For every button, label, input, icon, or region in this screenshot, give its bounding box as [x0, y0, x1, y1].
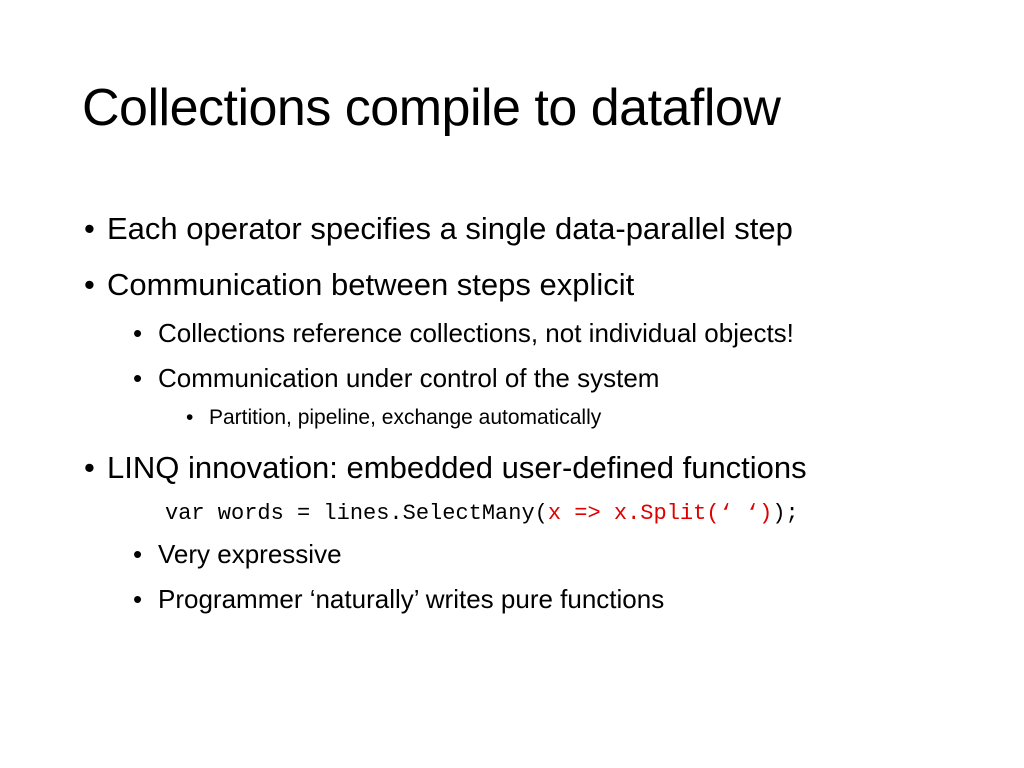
bullet-dot-icon: •: [133, 318, 143, 348]
code-lambda: x => x.Split(‘ ‘): [547, 501, 773, 526]
code-suffix: );: [772, 501, 799, 526]
bullet-dot-icon: •: [133, 584, 143, 614]
bullet-dot-icon: •: [84, 450, 95, 485]
bullet-very-expressive: Very expressive: [158, 539, 342, 569]
code-example: var words = lines.SelectMany(x => x.Spli…: [165, 501, 799, 526]
bullet-linq-innovation: LINQ innovation: embedded user-defined f…: [107, 450, 807, 485]
bullet-dot-icon: •: [133, 363, 143, 393]
bullet-collections-reference: Collections reference collections, not i…: [158, 318, 794, 348]
bullet-pure-functions: Programmer ‘naturally’ writes pure funct…: [158, 584, 665, 614]
bullet-communication-control: Communication under control of the syste…: [158, 363, 660, 393]
bullet-dot-icon: •: [84, 267, 95, 302]
bullet-operator-step: Each operator specifies a single data-pa…: [107, 211, 793, 246]
bullet-dot-icon: •: [84, 211, 95, 246]
bullet-dot-icon: •: [133, 539, 143, 569]
slide-title: Collections compile to dataflow: [82, 79, 781, 137]
bullet-partition-pipeline: Partition, pipeline, exchange automatica…: [209, 406, 602, 429]
bullet-dot-icon: •: [186, 406, 194, 429]
code-prefix: var words = lines.SelectMany(: [165, 501, 548, 526]
bullet-communication-explicit: Communication between steps explicit: [107, 267, 635, 302]
